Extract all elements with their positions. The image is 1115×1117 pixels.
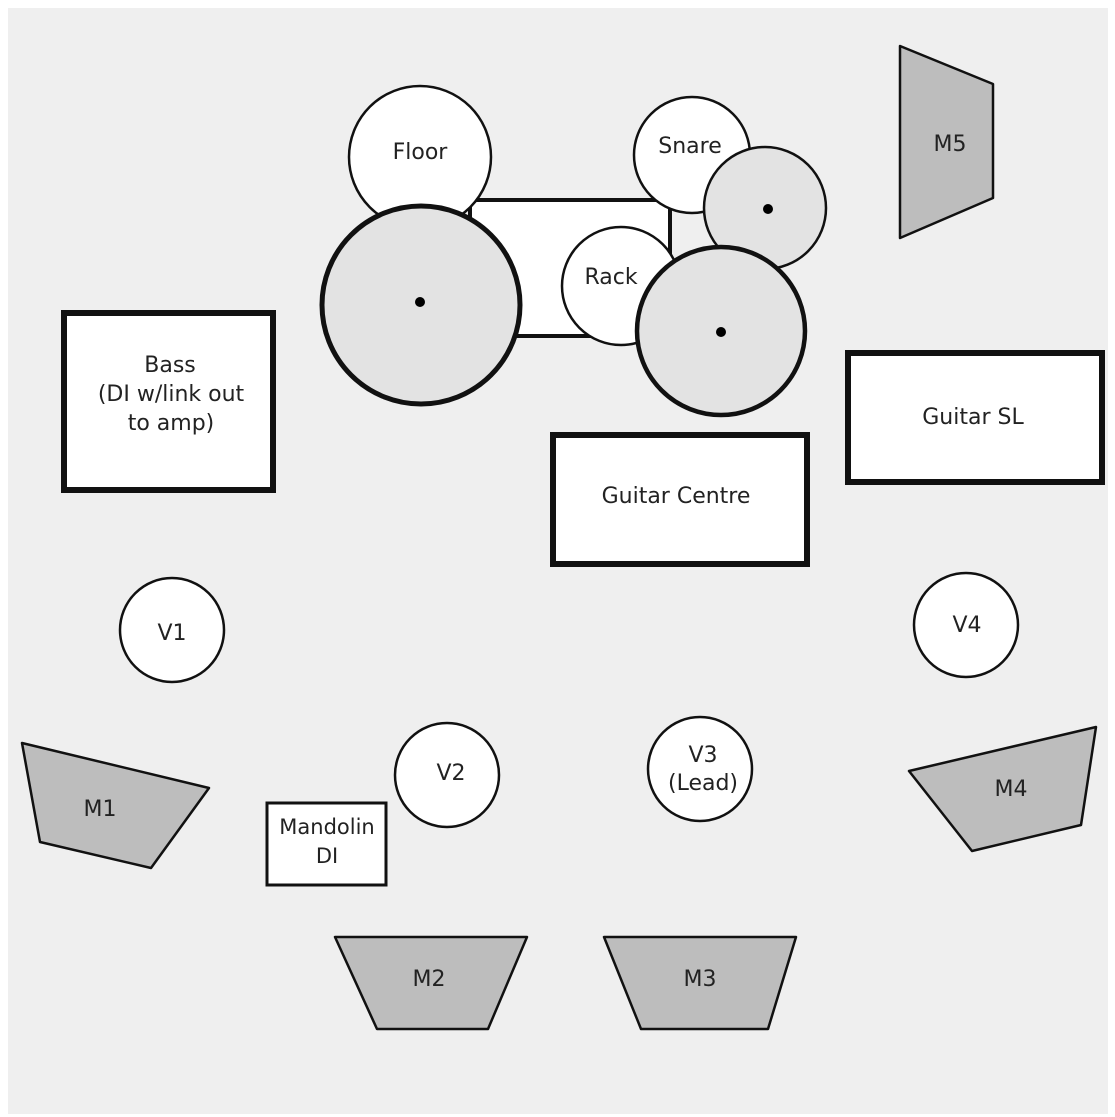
- floor-tom-label: Floor: [393, 140, 449, 165]
- m1-label: M1: [84, 797, 117, 822]
- guitar-sl-label: Guitar SL: [922, 405, 1024, 430]
- mandolin-label-line1: Mandolin: [279, 815, 374, 839]
- v2-label: V2: [436, 761, 465, 786]
- m3-label: M3: [684, 967, 717, 992]
- v1-label: V1: [157, 621, 186, 646]
- bass-amp-label-line3: to amp): [128, 411, 215, 436]
- bass-amp: Bass (DI w/link out to amp): [61, 310, 276, 493]
- mandolin-di-box: Mandolin DI: [265, 801, 388, 887]
- bass-amp-label-line2: (DI w/link out: [98, 382, 245, 407]
- snare-label: Snare: [658, 134, 722, 159]
- mandolin-label-line2: DI: [316, 844, 338, 868]
- vocal-mic-v4: V4: [912, 571, 1020, 679]
- m2-label: M2: [413, 967, 446, 992]
- monitor-m2: M2: [333, 935, 529, 1031]
- v3-label-line2: (Lead): [668, 771, 738, 796]
- v3-label-line1: V3: [688, 743, 717, 768]
- hi-hat-center-dot: [763, 204, 773, 214]
- bass-amp-label-line1: Bass: [144, 353, 196, 378]
- monitor-m5: M5: [898, 44, 995, 240]
- guitar-sl-amp: Guitar SL: [845, 350, 1105, 485]
- drum-kit: Floor Snare Rack: [319, 84, 828, 418]
- guitar-centre-amp: Guitar Centre: [550, 432, 810, 567]
- cymbal-right-center-dot: [716, 327, 726, 337]
- monitor-m4: M4: [907, 725, 1098, 853]
- rack-tom-label: Rack: [584, 265, 637, 290]
- vocal-mic-v1: V1: [118, 576, 226, 684]
- monitor-m1: M1: [20, 741, 211, 870]
- vocal-mic-v3-lead: V3 (Lead): [646, 715, 754, 823]
- v4-label: V4: [952, 613, 981, 638]
- cymbal-left-center-dot: [415, 297, 425, 307]
- m5-label: M5: [934, 132, 967, 157]
- m4-label: M4: [995, 777, 1028, 802]
- monitor-m3: M3: [602, 935, 798, 1031]
- guitar-centre-label: Guitar Centre: [602, 484, 751, 509]
- vocal-mic-v2: V2: [393, 721, 501, 829]
